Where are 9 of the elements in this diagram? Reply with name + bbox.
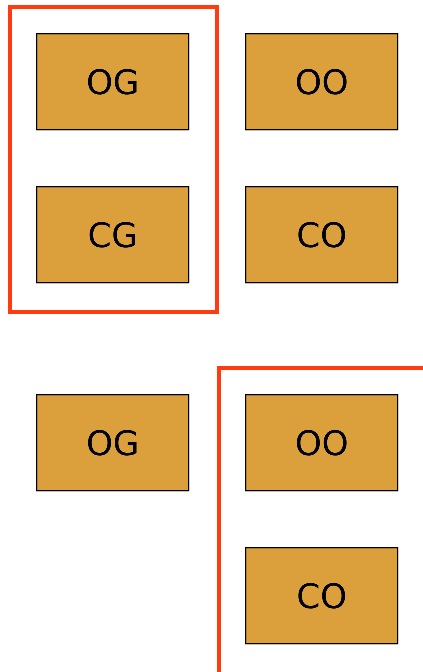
label-box: OO	[245, 33, 399, 131]
label-box: OG	[36, 33, 190, 131]
group-frame	[217, 366, 423, 672]
label-box: OO	[245, 394, 399, 492]
label-box: CO	[245, 186, 399, 284]
label-box: CO	[245, 547, 399, 645]
label-box: CG	[36, 186, 190, 284]
label-box: OG	[36, 394, 190, 492]
group-frame	[8, 5, 219, 314]
